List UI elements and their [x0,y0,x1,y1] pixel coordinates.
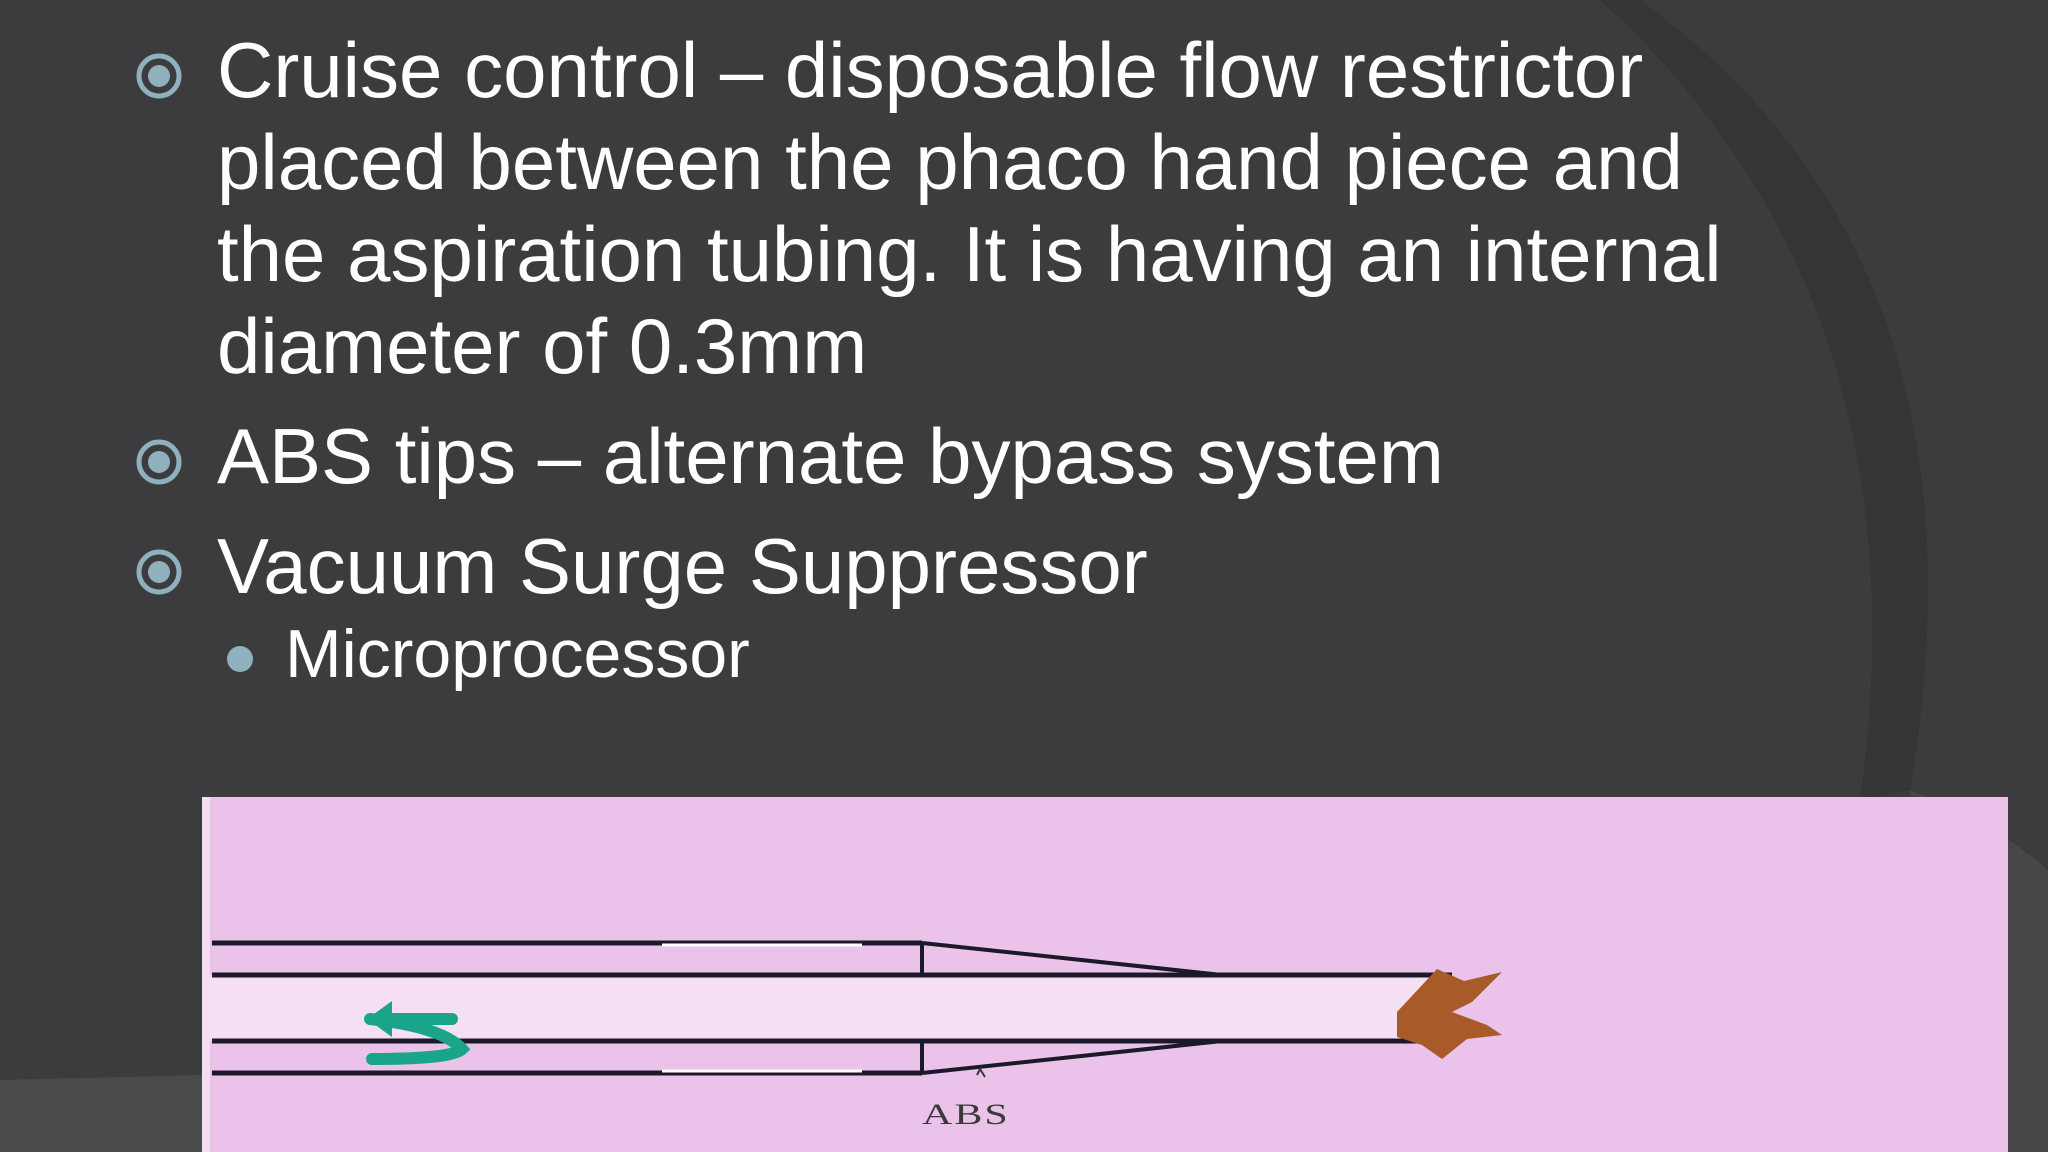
abs-tip-illustration: ABS [202,797,1502,1152]
bullet-text: Cruise control – disposable flow restric… [217,26,1722,390]
bullet-text: Vacuum Surge Suppressor [217,522,1148,610]
tip-lumen [210,975,1450,1041]
sub-bullet-text: Microprocessor [285,616,750,692]
bullet-item: Cruise control – disposable flow restric… [135,24,1735,392]
circle-bullet-icon [136,53,182,99]
circle-bullet-icon [136,549,182,595]
abs-label: ABS [922,1098,1010,1130]
bullet-text: ABS tips – alternate bypass system [217,412,1444,500]
bullet-item: Vacuum Surge Suppressor [135,520,1735,612]
bypass-arrow-icon [364,1001,471,1065]
bullet-item: ABS tips – alternate bypass system [135,410,1735,502]
bullet-list: Cruise control – disposable flow restric… [135,24,1735,694]
circle-bullet-icon [136,439,182,485]
tissue-fragment-icon [1397,969,1502,1059]
sub-bullet-item: Microprocessor [135,614,1735,694]
dot-bullet-icon [227,646,253,672]
abs-tip-diagram: ABS [202,797,2008,1152]
